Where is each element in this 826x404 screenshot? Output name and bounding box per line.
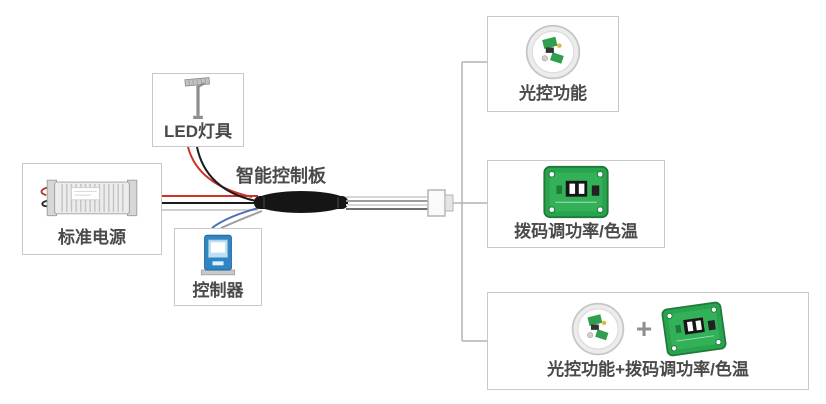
power-to-board-wires xyxy=(162,195,258,211)
controller-label: 控制器 xyxy=(192,281,244,301)
option-dip-switch-label: 拨码调功率/色温 xyxy=(514,222,638,242)
plus-sign: + xyxy=(635,313,653,345)
photocell-sensor-icon xyxy=(525,25,581,80)
output-connector-image xyxy=(427,189,454,217)
led-lamp-box: LED灯具 xyxy=(152,73,244,147)
smart-control-board-label: 智能控制板 xyxy=(236,166,326,186)
controller-to-board-wires xyxy=(211,207,263,229)
option-dip-switch-box: 拨码调功率/色温 xyxy=(487,160,665,248)
combined-images-row: + xyxy=(570,301,728,358)
option-combined-box: + 光控功能+拨码调功率/色温 xyxy=(487,292,809,390)
photocell-sensor-icon xyxy=(571,303,625,356)
street-lamp-icon xyxy=(184,77,210,120)
option-light-control-label: 光控功能 xyxy=(519,84,587,104)
power-supply-label: 标准电源 xyxy=(58,228,126,248)
option-light-control-box: 光控功能 xyxy=(487,16,619,112)
smart-control-cable-image xyxy=(254,191,348,213)
power-supply-image xyxy=(40,180,138,217)
power-supply-box: 标准电源 xyxy=(22,163,162,255)
option-branch-lines xyxy=(453,61,487,342)
controller-box: 控制器 xyxy=(174,228,262,306)
board-output-wires xyxy=(346,196,429,210)
dip-switch-pcb-icon xyxy=(661,301,728,358)
led-lamp-label: LED灯具 xyxy=(164,122,232,142)
option-combined-label: 光控功能+拨码调功率/色温 xyxy=(547,360,749,380)
controller-device-icon xyxy=(200,235,236,276)
dip-switch-pcb-icon xyxy=(543,166,609,219)
